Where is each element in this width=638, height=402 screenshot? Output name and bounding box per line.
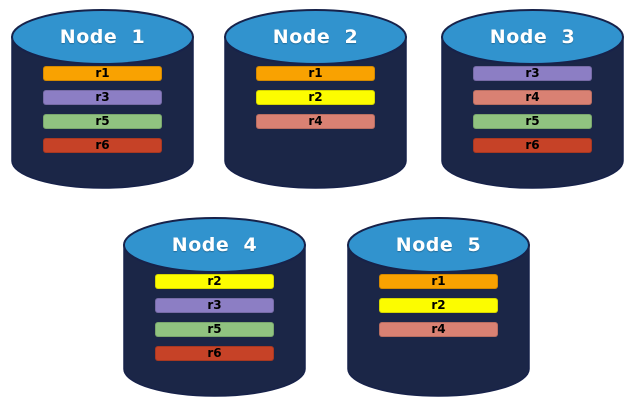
node-4-cylinder: Node 4 r2 r3 r5 r6: [121, 214, 308, 398]
node-1-cylinder: Node 1 r1 r3 r5 r6: [9, 6, 196, 190]
replica-bar-r2: r2: [256, 90, 375, 105]
node-4-title: Node 4: [171, 234, 258, 256]
replica-bar-r2: r2: [155, 274, 274, 289]
replica-bar-r5: r5: [43, 114, 162, 129]
replica-bar-r5: r5: [155, 322, 274, 337]
replica-bar-r1: r1: [256, 66, 375, 81]
replica-bar-r5: r5: [473, 114, 592, 129]
replica-bar-r6: r6: [155, 346, 274, 361]
replica-bar-r6: r6: [43, 138, 162, 153]
node-1-replica-list: r1 r3 r5 r6: [43, 66, 162, 162]
replica-bar-r6: r6: [473, 138, 592, 153]
node-5-title: Node 5: [395, 234, 482, 256]
node-2-title: Node 2: [272, 26, 359, 48]
node-3-title: Node 3: [489, 26, 576, 48]
replica-bar-r3: r3: [43, 90, 162, 105]
node-1-title: Node 1: [59, 26, 146, 48]
node-2-replica-list: r1 r2 r4: [256, 66, 375, 138]
replica-bar-r1: r1: [379, 274, 498, 289]
node-5-cylinder: Node 5 r1 r2 r4: [345, 214, 532, 398]
node-5-replica-list: r1 r2 r4: [379, 274, 498, 346]
replica-bar-r4: r4: [379, 322, 498, 337]
replica-bar-r3: r3: [473, 66, 592, 81]
replica-bar-r4: r4: [256, 114, 375, 129]
node-3-replica-list: r3 r4 r5 r6: [473, 66, 592, 162]
replica-bar-r1: r1: [43, 66, 162, 81]
node-4-replica-list: r2 r3 r5 r6: [155, 274, 274, 370]
replica-bar-r4: r4: [473, 90, 592, 105]
node-2-cylinder: Node 2 r1 r2 r4: [222, 6, 409, 190]
replica-bar-r3: r3: [155, 298, 274, 313]
node-3-cylinder: Node 3 r3 r4 r5 r6: [439, 6, 626, 190]
replica-bar-r2: r2: [379, 298, 498, 313]
